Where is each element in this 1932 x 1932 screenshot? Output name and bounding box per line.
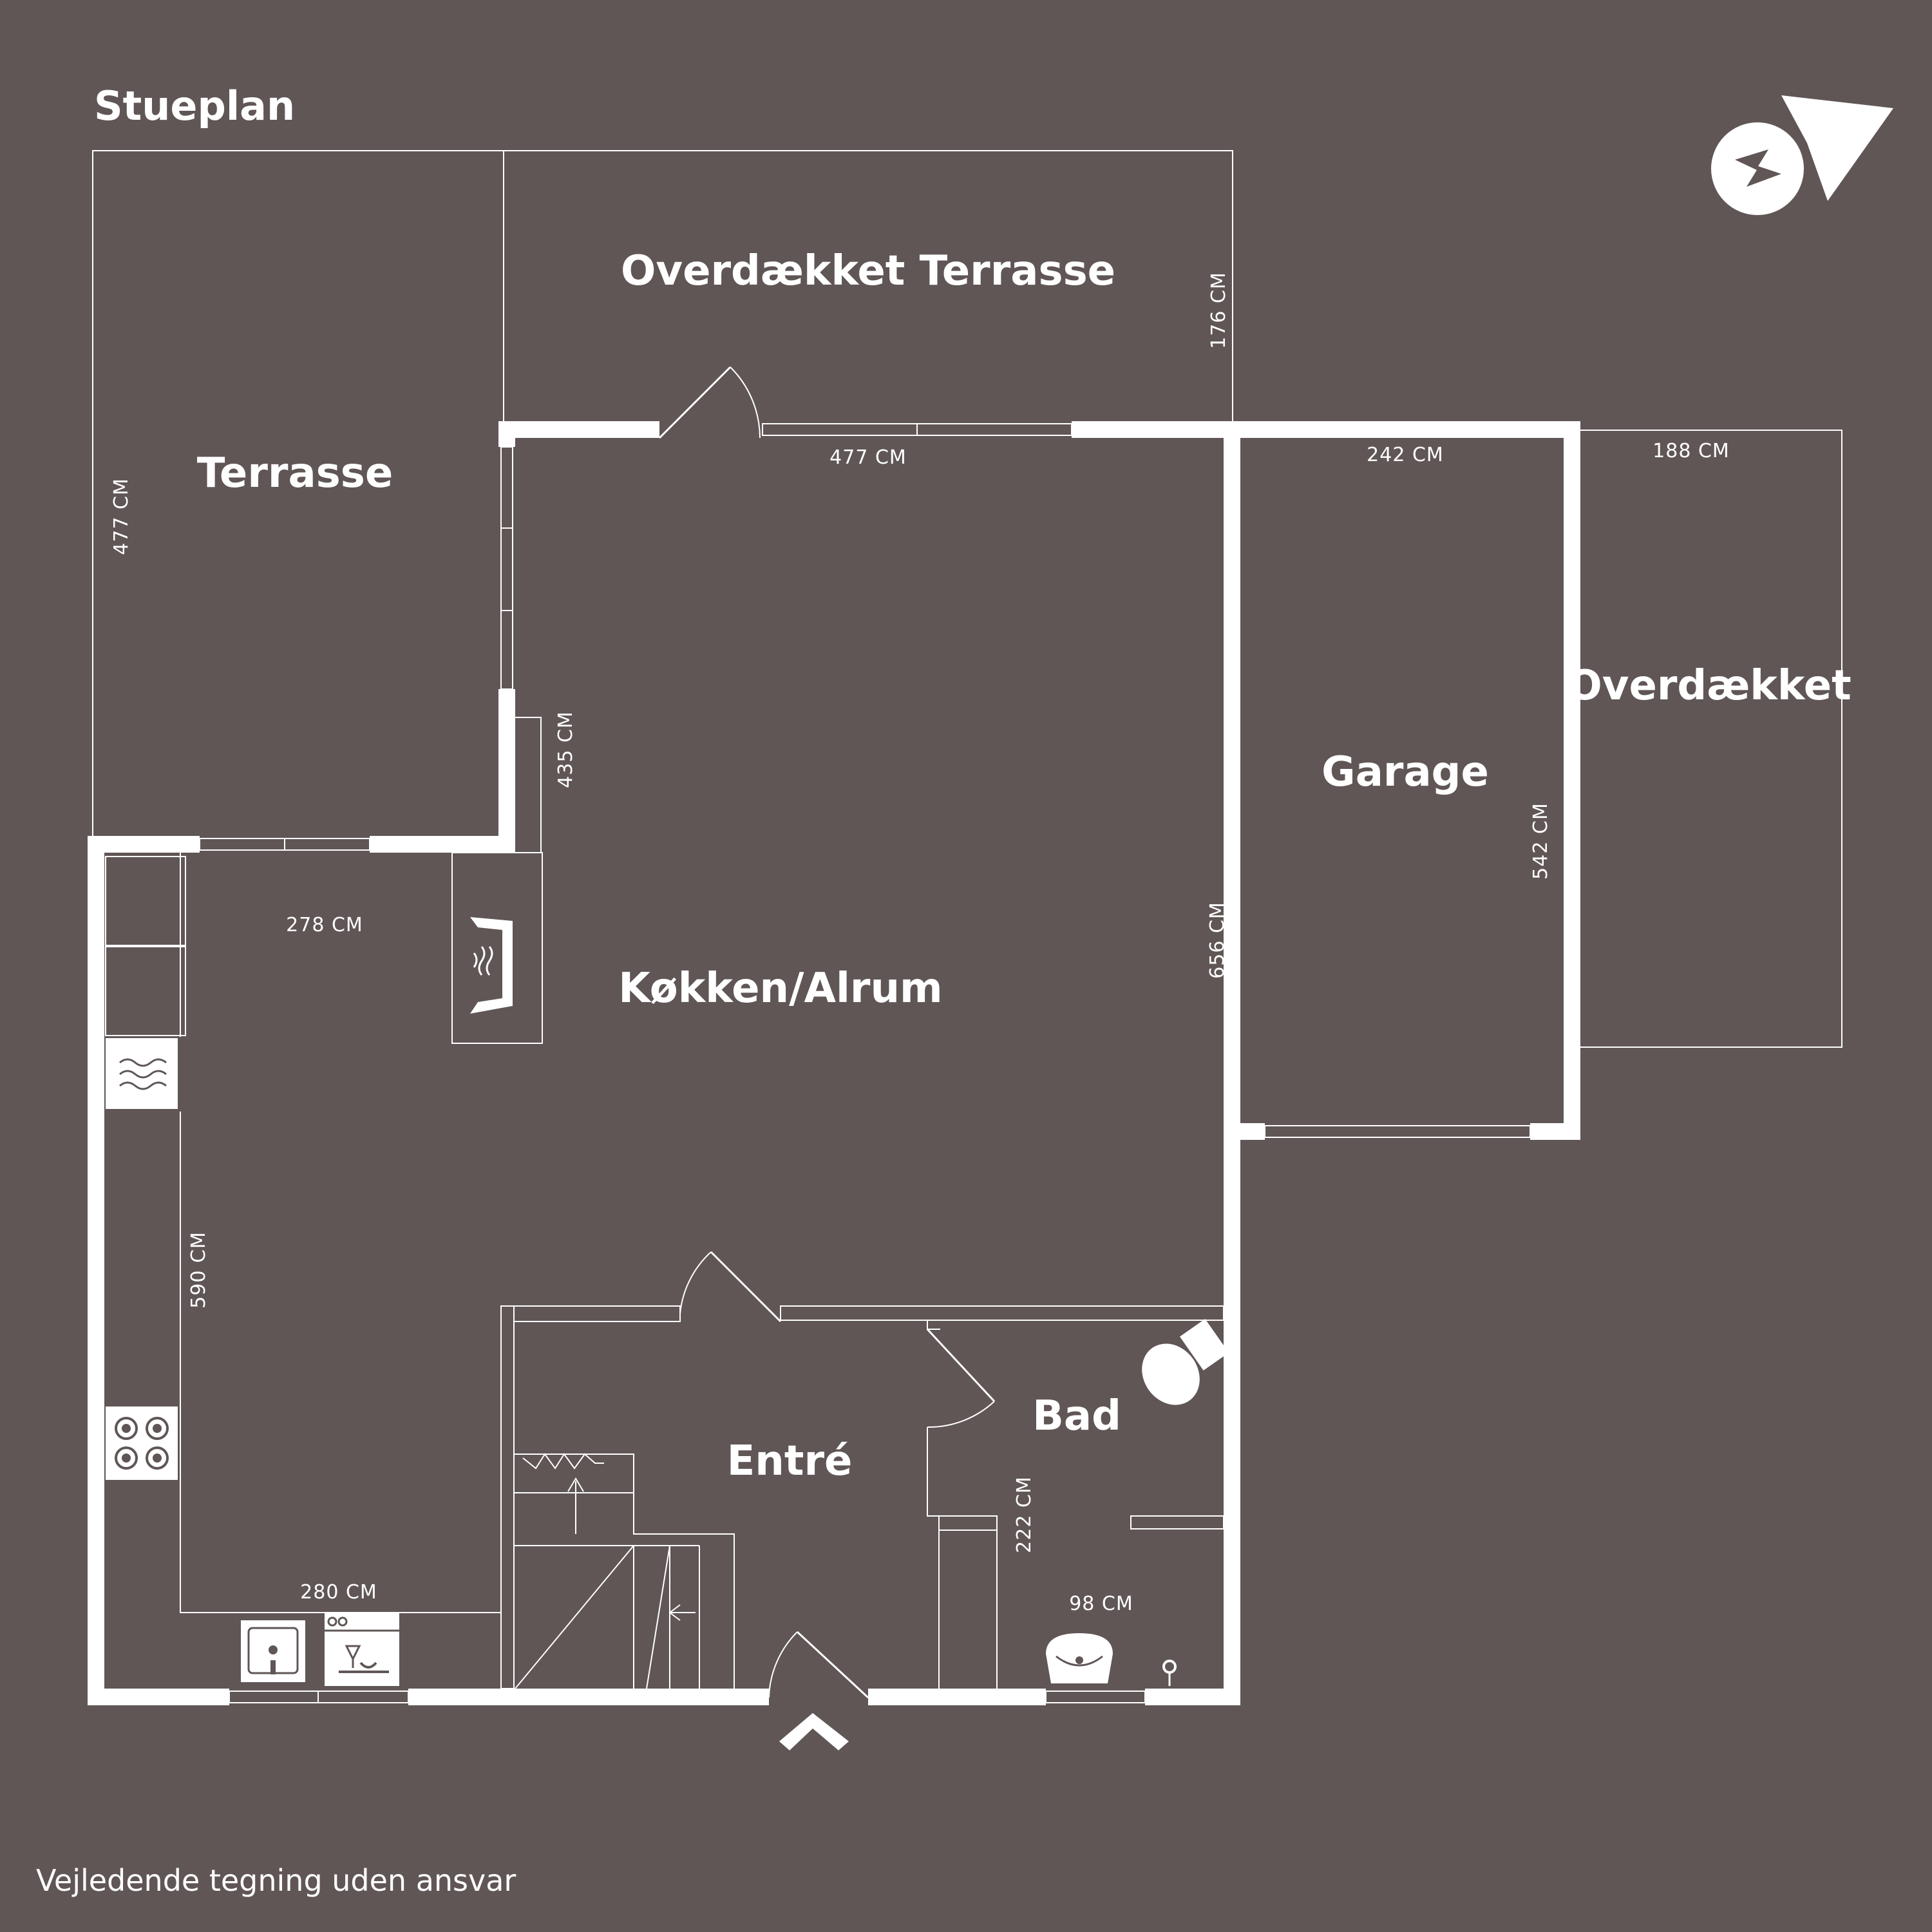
staircase bbox=[514, 1453, 735, 1689]
room-label-entrance: Entré bbox=[727, 1437, 853, 1485]
plan-title: Stueplan bbox=[94, 82, 295, 129]
dim-bath-height: 222 CM bbox=[1013, 1476, 1036, 1553]
room-label-bathroom: Bad bbox=[1032, 1392, 1121, 1440]
stairs-arrow-icon bbox=[567, 1477, 696, 1621]
room-label-garage: Garage bbox=[1321, 748, 1489, 796]
covered-terrace-outline bbox=[504, 150, 1233, 425]
bath-sink-icon bbox=[1046, 1633, 1113, 1683]
dim-kitchen-counter-width: 278 CM bbox=[286, 914, 363, 936]
dim-kitchen-left-height: 590 CM bbox=[187, 1231, 210, 1309]
dim-garage-width: 242 CM bbox=[1367, 444, 1444, 466]
dim-kitchen-left-depth: 435 CM bbox=[554, 711, 577, 788]
interior-walls bbox=[180, 717, 1224, 1689]
dim-garage-depth: 542 CM bbox=[1530, 802, 1552, 880]
dim-kitchen-top-width: 477 CM bbox=[829, 446, 907, 469]
sink-icon bbox=[241, 1620, 305, 1682]
covered-right-outline bbox=[1571, 430, 1842, 1048]
dim-kitchen-bottom-width: 280 CM bbox=[300, 1581, 377, 1604]
dim-covered-right-width: 188 CM bbox=[1653, 440, 1730, 462]
floor-drain-icon bbox=[1162, 1660, 1177, 1686]
room-label-covered-right: Overdækket bbox=[1567, 662, 1851, 710]
doors bbox=[658, 366, 996, 1699]
windows bbox=[199, 423, 1531, 1703]
room-label-terrace: Terrasse bbox=[197, 450, 393, 497]
fireplace-icon bbox=[470, 917, 513, 1014]
dim-covered-terrace-depth: 176 CM bbox=[1208, 272, 1230, 349]
room-label-kitchen-living: Køkken/Alrum bbox=[618, 965, 942, 1012]
dim-kitchen-right-depth: 656 CM bbox=[1206, 902, 1229, 979]
washer-icon bbox=[106, 1038, 178, 1109]
disclaimer: Vejledende tegning uden ansvar bbox=[36, 1863, 516, 1898]
kitchen-cabinets bbox=[105, 856, 186, 1036]
terrace-outline bbox=[92, 150, 504, 840]
dim-terrace-height: 477 CM bbox=[110, 478, 133, 555]
toilet-icon bbox=[1142, 1319, 1229, 1405]
dim-bath-width: 98 CM bbox=[1069, 1593, 1133, 1615]
exterior-walls bbox=[88, 421, 1580, 1705]
room-label-covered-terrace: Overdækket Terrasse bbox=[621, 247, 1115, 295]
compass-icon bbox=[1711, 95, 1893, 215]
hob-icon bbox=[106, 1406, 178, 1480]
dishwasher-icon bbox=[325, 1613, 399, 1686]
entrance-arrow-icon bbox=[779, 1713, 849, 1750]
